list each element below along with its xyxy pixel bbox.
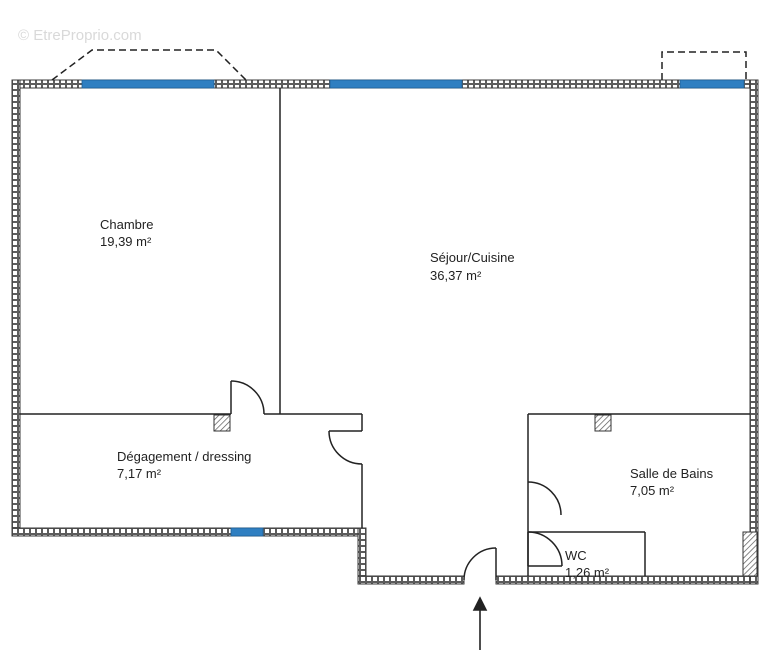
door-salle-de-bains [527,481,562,516]
wall-bottom-left [11,527,367,537]
door-chambre [230,380,265,415]
door-swing-icon [328,430,363,465]
door-swing-icon [527,531,563,567]
room-name-chambre: Chambre [100,217,153,232]
hatched-duct-icon [213,414,231,432]
room-name-wc: WC [565,548,587,563]
entrance-arrow-icon [472,596,488,650]
door-swing-icon [463,547,497,581]
window-icon [329,79,463,89]
window-icon [679,79,745,89]
window-icon [81,79,215,89]
wall-left [11,79,21,537]
door-swing-icon [527,481,562,516]
wall-bottom-right-a [357,575,465,585]
door-entrance [463,547,497,581]
room-name-sejour: Séjour/Cuisine [430,250,515,265]
room-area-chambre: 19,39 m² [100,234,152,249]
watermark-text: © EtreProprio.com [18,27,142,44]
wall-right [749,79,759,585]
door-wc [527,531,563,567]
windows [81,79,745,537]
wall-bottom-right-b [495,575,755,585]
bay-window-outline [51,49,247,81]
hatched-duct-icon [742,531,758,577]
room-name-degagement: Dégagement / dressing [117,449,251,464]
bay-outlines [51,49,747,81]
ducts [213,414,758,577]
door-swing-icon [230,380,265,415]
interior-walls [20,88,750,576]
doors [230,380,563,581]
window-icon [230,527,264,537]
room-area-salle-de-bains: 7,05 m² [630,483,675,498]
room-area-degagement: 7,17 m² [117,466,162,481]
exterior-walls [11,79,759,585]
room-area-sejour: 36,37 m² [430,268,482,283]
room-name-salle-de-bains: Salle de Bains [630,466,714,481]
door-degagement [328,430,363,465]
balcony-outline [661,51,747,80]
room-area-wc: 1,26 m² [565,565,610,580]
room-labels: Chambre 19,39 m² Séjour/Cuisine 36,37 m²… [100,217,714,580]
hatched-duct-icon [594,414,612,432]
